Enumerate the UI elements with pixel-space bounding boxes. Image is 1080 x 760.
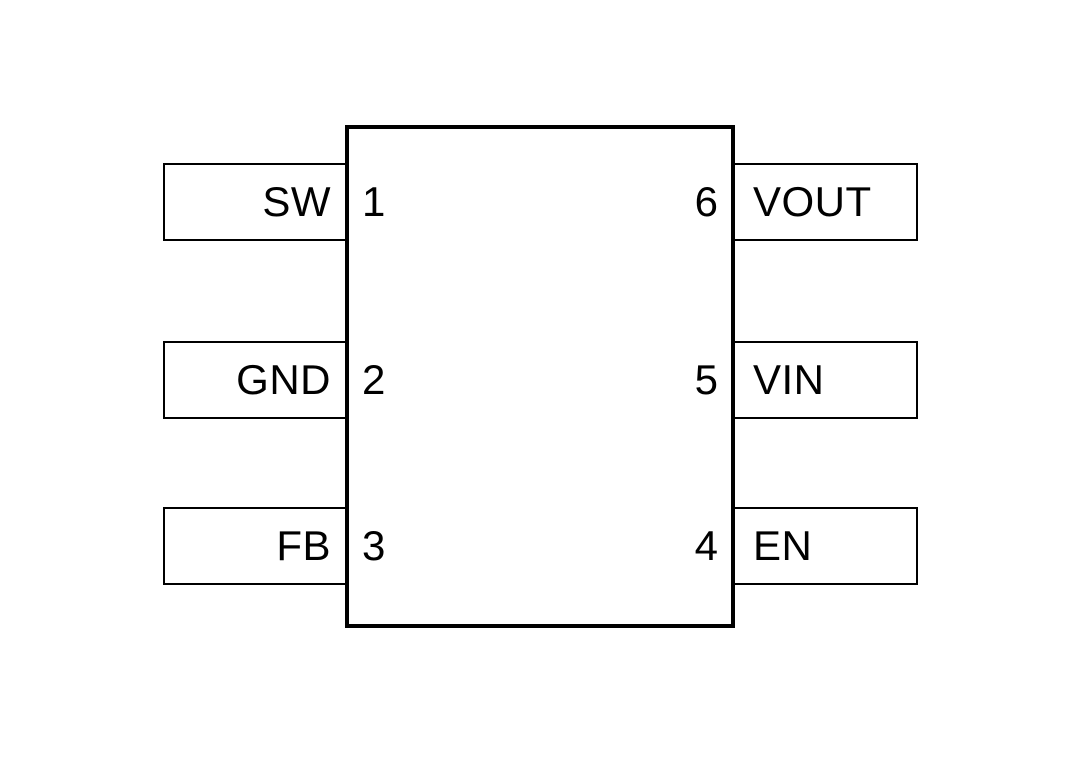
pin-label-box-6[interactable]: VOUT <box>731 163 918 241</box>
pin-label-box-4[interactable]: EN <box>731 507 918 585</box>
pin-number-2: 2 <box>362 356 386 403</box>
ic-body-outline <box>345 125 735 628</box>
pin-label-box-2[interactable]: GND <box>163 341 349 419</box>
pin-label-gnd: GND <box>236 356 331 403</box>
pin-label-vin: VIN <box>753 356 825 403</box>
pin-number-5: 5 <box>694 356 718 403</box>
pin-label-box-3[interactable]: FB <box>163 507 349 585</box>
pin-label-en: EN <box>753 522 813 569</box>
pin-label-box-5[interactable]: VIN <box>731 341 918 419</box>
pin-label-vout: VOUT <box>753 178 872 225</box>
pin-label-fb: FB <box>276 522 331 569</box>
pin-number-3: 3 <box>362 522 386 569</box>
pin-number-6: 6 <box>694 178 718 225</box>
pin-number-1: 1 <box>362 178 386 225</box>
pin-number-4: 4 <box>694 522 718 569</box>
pin-label-sw: SW <box>262 178 331 225</box>
pin-label-box-1[interactable]: SW <box>163 163 349 241</box>
